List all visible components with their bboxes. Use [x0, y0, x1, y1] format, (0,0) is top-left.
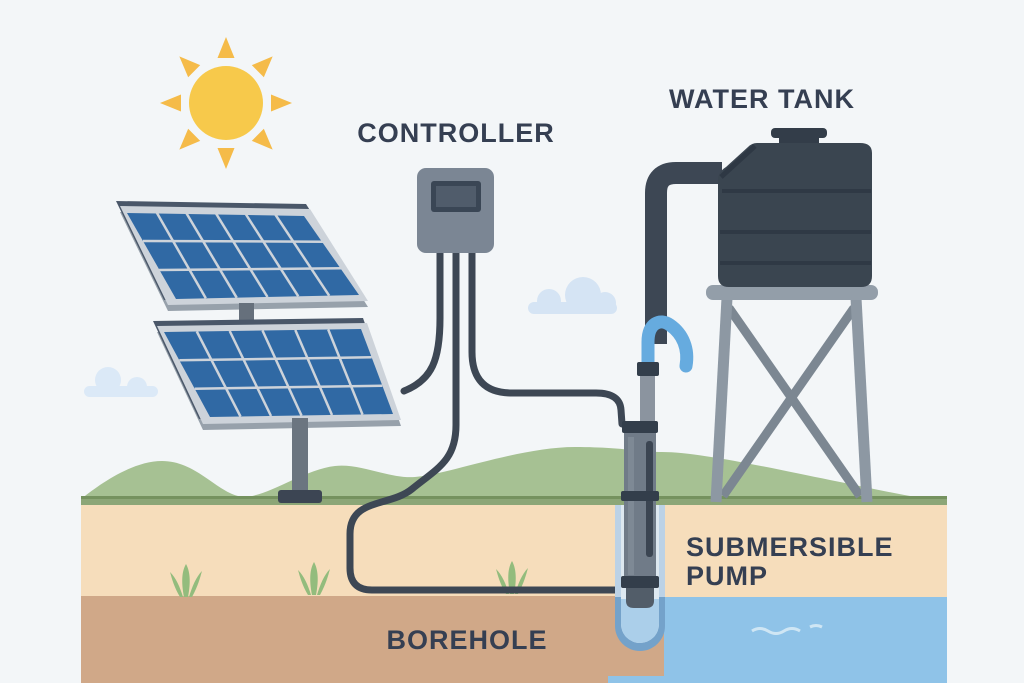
submersible-pump-label-line2: PUMP: [686, 561, 769, 591]
submersible-pump: [621, 362, 659, 608]
hills: [81, 447, 947, 505]
cable-to-panels: [400, 246, 444, 395]
solar-panel-lower: [153, 318, 401, 430]
water-spout: [641, 315, 694, 377]
groundwater: [664, 597, 947, 683]
tank-lid-cap: [771, 128, 827, 138]
water-ripple: [751, 627, 801, 635]
water-ripple: [809, 624, 823, 629]
submersible-pump-label-line1: SUBMERSIBLE: [686, 532, 894, 562]
controller-box: [417, 168, 494, 253]
tank-lid: [779, 136, 819, 146]
water-pipe: [645, 162, 722, 344]
cloud-icon: [528, 277, 617, 314]
solar-panel-upper: [116, 201, 368, 311]
pump-riser-pipe: [640, 375, 655, 427]
ground-cross-section: [81, 505, 947, 683]
tank-stand: [706, 285, 878, 503]
cloud-icon: [84, 367, 158, 397]
panel-pole: [278, 418, 322, 503]
sun-icon: [160, 37, 292, 169]
controller-label: CONTROLLER: [357, 118, 555, 148]
soil-deep-layer: [81, 596, 664, 683]
water-tank: [718, 128, 872, 287]
cable-to-pump-underground: [346, 246, 620, 594]
cable-to-pump-top: [468, 246, 626, 428]
controller-cables: [346, 246, 626, 594]
water-tank-label: WATER TANK: [669, 84, 855, 114]
borehole-water: [621, 599, 659, 643]
borehole-label: BOREHOLE: [386, 625, 548, 655]
